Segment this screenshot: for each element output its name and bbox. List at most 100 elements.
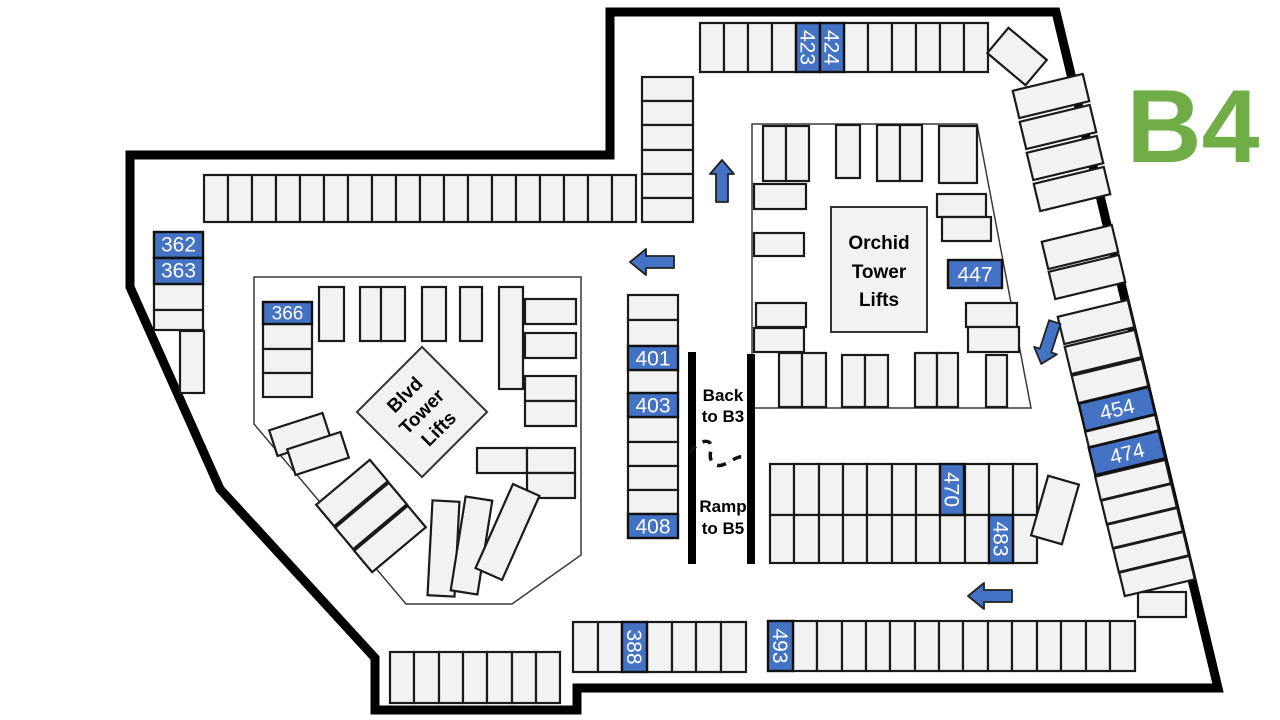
parking-spot (935, 351, 960, 409)
parking-spot (719, 620, 748, 674)
parking-spot-447[interactable]: 447 (946, 258, 1004, 290)
svg-text:366: 366 (272, 304, 304, 325)
parking-spot (914, 21, 942, 74)
parking-spot (875, 123, 902, 183)
parking-spot (626, 415, 680, 444)
parking-spot (475, 446, 529, 475)
parking-spot (610, 173, 638, 224)
parking-spot (314, 458, 390, 528)
parking-spot (1011, 462, 1039, 517)
parking-spot (202, 173, 230, 224)
svg-text:403: 403 (635, 395, 670, 418)
parking-spot (964, 301, 1019, 329)
parking-spot (274, 173, 302, 224)
parking-spot (962, 21, 990, 74)
arrow-down-icon (1033, 319, 1062, 365)
parking-spot-454[interactable]: 454 (1077, 385, 1157, 433)
parking-spot (913, 619, 941, 673)
parking-spot (800, 351, 828, 409)
parking-spot (379, 285, 407, 343)
parking-spot-408[interactable]: 408 (626, 512, 680, 540)
parking-spot (497, 285, 525, 391)
svg-text:423: 423 (796, 30, 819, 65)
parking-spot-366[interactable]: 366 (261, 300, 314, 326)
arrow-up-icon (709, 159, 735, 203)
parking-spot (670, 620, 698, 674)
parking-spot (626, 440, 680, 468)
parking-spot-424[interactable]: 424 (818, 21, 846, 74)
parking-spot (986, 619, 1014, 673)
parking-spot (792, 462, 821, 517)
parking-spot (938, 513, 967, 565)
ramp-back-to-b3-label-line2: to B3 (702, 407, 745, 426)
parking-spot (1136, 590, 1188, 619)
parking-spot-401[interactable]: 401 (626, 344, 680, 372)
parking-spot (626, 293, 680, 322)
orchid-tower-label-line1: Orchid (848, 233, 909, 254)
orchid-tower-box (830, 206, 928, 333)
parking-spot (261, 371, 314, 399)
parking-spot (250, 173, 278, 224)
parking-spot-474[interactable]: 474 (1087, 429, 1167, 477)
parking-spot (178, 329, 206, 395)
parking-spot (770, 21, 798, 74)
parking-spots-layer (152, 21, 1197, 705)
parking-spot (890, 21, 918, 74)
parking-spot (523, 399, 578, 428)
parking-spot (694, 620, 723, 674)
svg-text:483: 483 (989, 521, 1012, 556)
parking-spot (1029, 474, 1081, 546)
ramp-wall-right (747, 354, 755, 564)
parking-spot (752, 182, 808, 211)
parking-spot-483[interactable]: 483 (987, 513, 1015, 565)
parking-spot (490, 173, 518, 224)
arrow-left-icon (629, 248, 675, 276)
parking-spot (791, 619, 819, 673)
parking-spot (523, 297, 578, 326)
parking-spot (420, 285, 448, 343)
parking-spot (510, 650, 538, 705)
parking-spot (474, 482, 541, 582)
parking-spot (722, 21, 750, 74)
parking-spot-423[interactable]: 423 (794, 21, 822, 74)
parking-spot (152, 282, 205, 312)
parking-spot (937, 619, 965, 673)
parking-spot-470[interactable]: 470 (938, 462, 966, 517)
parking-spot (834, 123, 862, 180)
parking-spot (1011, 513, 1039, 565)
parking-spot (815, 619, 844, 673)
parking-spot (940, 215, 993, 243)
parking-spot-403[interactable]: 403 (626, 391, 680, 419)
parking-spot (914, 462, 942, 517)
parking-spot (466, 173, 494, 224)
parking-spot (865, 462, 894, 517)
parking-spot (261, 347, 314, 375)
parking-spot (890, 462, 918, 517)
ramp-path-dashes (688, 439, 750, 468)
parking-spot (571, 620, 600, 674)
parking-spot-362[interactable]: 362 (152, 230, 205, 260)
parking-spot (777, 351, 804, 409)
parking-spot (538, 173, 566, 224)
parking-spot-388[interactable]: 388 (620, 620, 649, 674)
svg-text:424: 424 (820, 30, 843, 65)
parking-spot-363[interactable]: 363 (152, 256, 205, 286)
svg-text:363: 363 (161, 260, 196, 283)
svg-text:408: 408 (635, 516, 670, 539)
parking-spot (966, 325, 1021, 354)
parking-spot (841, 513, 869, 565)
parking-spot (937, 124, 979, 185)
parking-spot (1010, 619, 1039, 673)
parking-spot (442, 173, 470, 224)
parking-spot (285, 430, 351, 477)
parking-spot (817, 513, 845, 565)
parking-spot (752, 326, 806, 354)
parking-spot (586, 173, 614, 224)
parking-spot (746, 21, 774, 74)
parking-spot (985, 26, 1049, 87)
parking-spot (841, 462, 869, 517)
parking-spot-493[interactable]: 493 (766, 619, 795, 673)
ramp-to-b5-label-line1: Ramp (699, 497, 746, 516)
parking-spot (640, 148, 695, 176)
